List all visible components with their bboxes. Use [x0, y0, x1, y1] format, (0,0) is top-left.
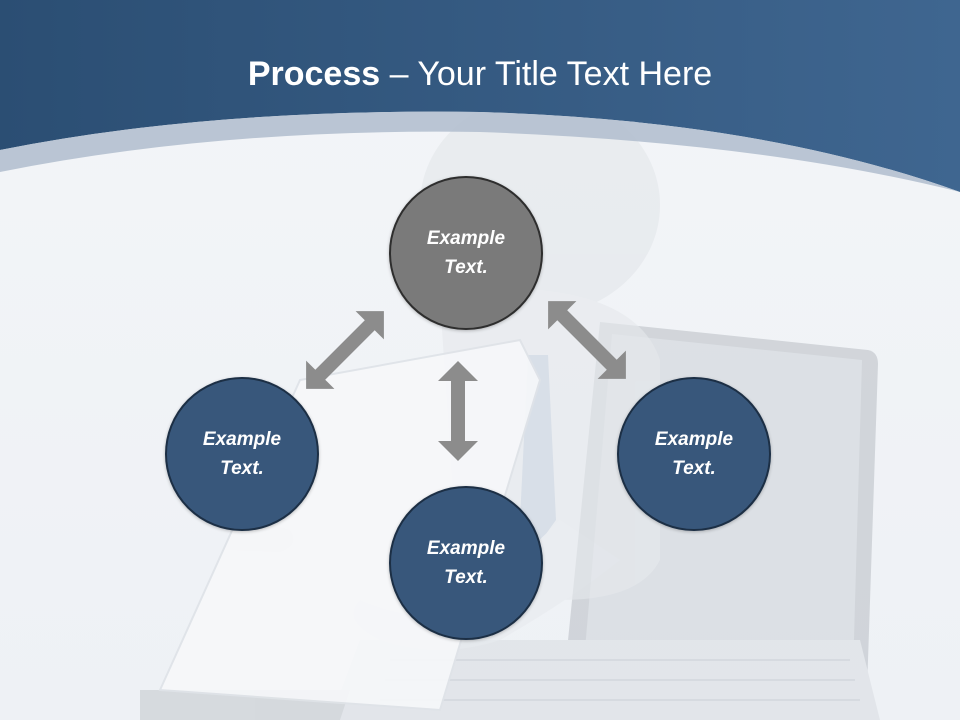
title-separator: – — [380, 55, 418, 93]
title-bold: Process — [247, 55, 381, 93]
header-band — [0, 0, 960, 192]
arrow-vertical — [438, 361, 478, 461]
arrow-top-left — [306, 311, 384, 389]
node-right[interactable]: Example Text. — [617, 377, 771, 531]
node-left-label: Example Text. — [202, 429, 282, 479]
node-left[interactable]: Example Text. — [165, 377, 319, 531]
node-top[interactable]: Example Text. — [389, 176, 543, 330]
slide-title: Process – Your Title Text Here — [0, 48, 960, 100]
arrow-top-right — [548, 301, 626, 379]
node-right-label: Example Text. — [654, 429, 734, 479]
node-bottom-label: Example Text. — [426, 538, 506, 588]
title-rest: Your Title Text Here — [417, 55, 713, 93]
header-swoosh — [0, 111, 960, 192]
node-top-label: Example Text. — [426, 228, 506, 278]
node-bottom[interactable]: Example Text. — [389, 486, 543, 640]
